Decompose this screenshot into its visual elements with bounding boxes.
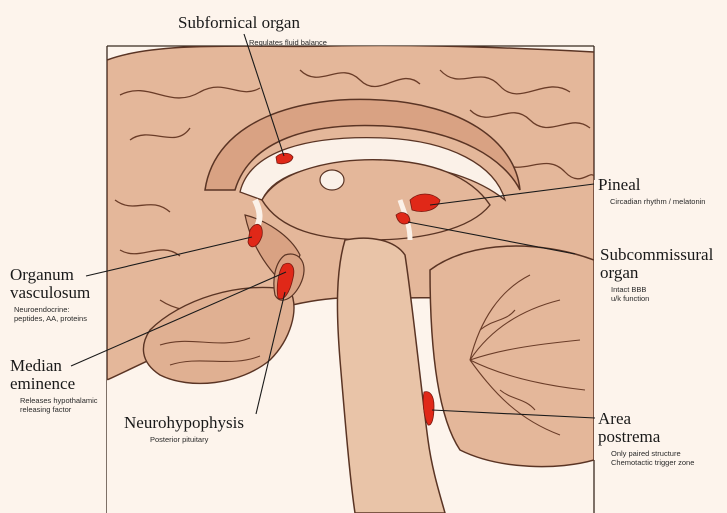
organum-note: Neuroendocrine: peptides, AA, proteins [14,305,87,324]
median-note: Releases hypothalamic releasing factor [20,396,98,415]
organum-title-line1: Organum [10,266,90,284]
organum-note-line2: peptides, AA, proteins [14,314,87,323]
median-title-line1: Median [10,357,75,375]
area-postrema-note: Only paired structure Chemotactic trigge… [611,449,694,468]
subcommissural-note: Intact BBB u/k function [611,285,649,304]
organum-vasculosum-label: Organum vasculosum [10,266,90,302]
neurohypophysis-title: Neurohypophysis [124,414,244,432]
area-postrema-note-line1: Only paired structure [611,449,694,458]
subcommissural-note-line2: u/k function [611,294,649,303]
subcommissural-title-line2: organ [600,264,713,282]
subcommissural-title-line1: Subcommissural [600,246,713,264]
median-eminence-label: Median eminence [10,357,75,393]
subfornical-organ-label: Subfornical organ [178,14,300,32]
area-postrema-title-line1: Area [598,410,660,428]
pineal-label: Pineal [598,176,641,194]
subfornical-organ-note: Regulates fluid balance [249,38,327,47]
median-note-line1: Releases hypothalamic [20,396,98,405]
area-postrema-label: Area postrema [598,410,660,446]
cerebellum [430,246,594,467]
pineal-title: Pineal [598,176,641,194]
pineal-note: Circadian rhythm / melatonin [610,197,705,206]
organum-note-line1: Neuroendocrine: [14,305,87,314]
neurohypophysis-label: Neurohypophysis [124,414,244,432]
area-postrema-note-line2: Chemotactic trigger zone [611,458,694,467]
subcommissural-organ-label: Subcommissural organ [600,246,713,282]
median-note-line2: releasing factor [20,405,98,414]
subcommissural-note-line1: Intact BBB [611,285,649,294]
area-postrema-title-line2: postrema [598,428,660,446]
median-title-line2: eminence [10,375,75,393]
organum-title-line2: vasculosum [10,284,90,302]
neurohypophysis-note: Posterior pituitary [150,435,208,444]
subfornical-organ-title: Subfornical organ [178,14,300,32]
